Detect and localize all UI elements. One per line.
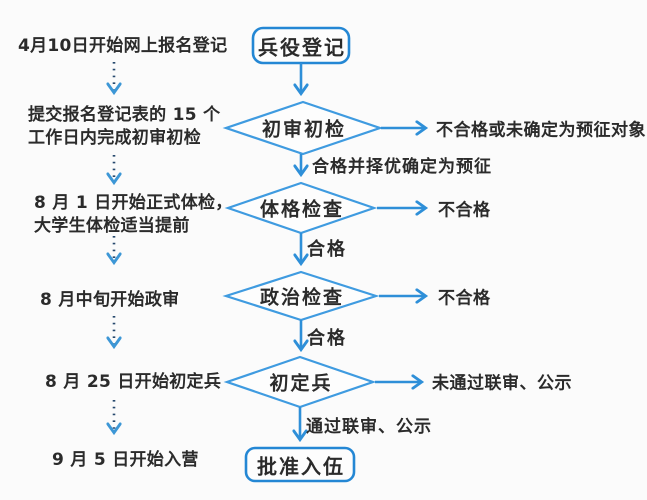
edge-label-pass-3: 合格 [307, 328, 347, 349]
edge-label-fail-4: 未通过联审、公示 [432, 373, 572, 394]
timeline-step-5: 8 月 25 日开始初定兵 [45, 372, 222, 392]
decision1-label: 初审初检 [261, 118, 347, 141]
timeline-step-3: 8 月 1 日开始正式体检， 大学生体检适当提前 [34, 193, 233, 236]
end-terminal-shape [244, 446, 356, 483]
edge-label-pass-4: 通过联审、公示 [306, 417, 432, 437]
edge-label-pass-1: 合格并择优确定为预征 [312, 157, 492, 177]
start-node-label: 兵役登记 [258, 35, 346, 60]
decision2-label: 体格检查 [259, 198, 345, 221]
edge-label-fail-1: 不合格或未确定为预征对象 [436, 120, 646, 141]
timeline-step-1: 4月10日开始网上报名登记 [18, 36, 228, 56]
decision1-diamond [222, 100, 384, 156]
timeline-step-4: 8 月中旬开始政审 [40, 290, 180, 310]
edge-label-fail-2: 不合格 [438, 200, 491, 221]
decision4-label: 初定兵 [269, 372, 333, 395]
edge-label-fail-3: 不合格 [438, 288, 491, 309]
edge-label-pass-2: 合格 [307, 239, 347, 260]
timeline-step-2: 提交报名登记表的 15 个 工作日内完成初审初检 [28, 105, 221, 148]
timeline-step-6: 9 月 5 日开始入营 [52, 450, 199, 470]
end-node-label: 批准入伍 [257, 454, 345, 479]
decision3-label: 政治检查 [259, 286, 345, 309]
